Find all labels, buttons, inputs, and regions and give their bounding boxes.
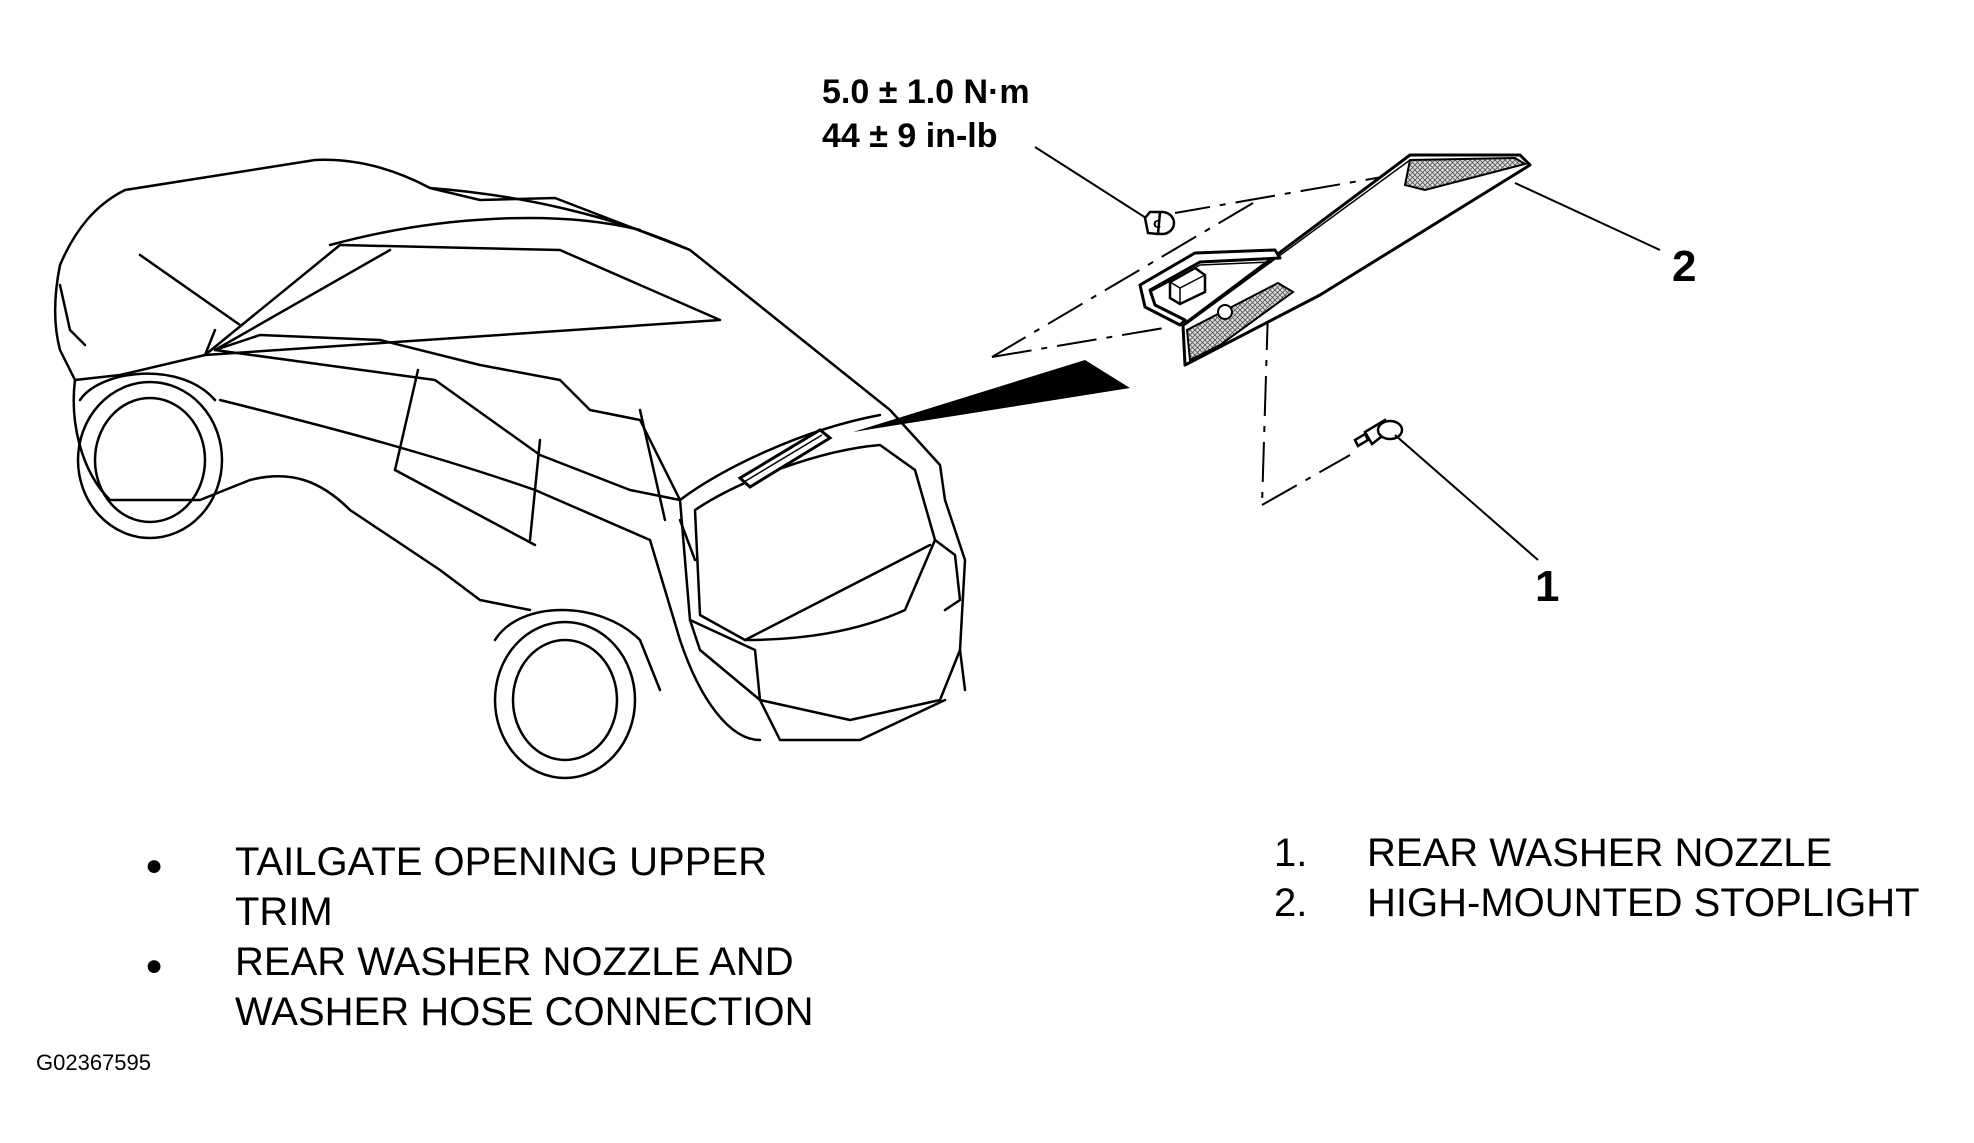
alignment-lines bbox=[991, 172, 1406, 506]
note-text: REAR WASHER NOZZLE AND WASHER HOSE CONNE… bbox=[235, 940, 814, 1034]
parts-legend: 1. REAR WASHER NOZZLE 2. HIGH-MOUNTED ST… bbox=[1274, 828, 1954, 928]
legend-label: REAR WASHER NOZZLE bbox=[1367, 831, 1833, 875]
note-text: TAILGATE OPENING UPPER TRIM bbox=[235, 840, 767, 934]
high-mounted-stoplight-icon bbox=[1138, 153, 1532, 367]
legend-item: 1. REAR WASHER NOZZLE bbox=[1274, 828, 1954, 878]
legend-label: HIGH-MOUNTED STOPLIGHT bbox=[1367, 881, 1920, 925]
torque-imperial: 44 ± 9 in-lb bbox=[822, 117, 998, 155]
torque-spec: 5.0 ± 1.0 N·m 44 ± 9 in-lb bbox=[822, 70, 1030, 158]
leader-lines bbox=[1034, 146, 1661, 561]
vehicle-stoplight-icon bbox=[737, 428, 833, 489]
torque-metric: 5.0 ± 1.0 N·m bbox=[822, 73, 1030, 111]
nut-icon: C bbox=[1143, 210, 1176, 236]
suv-rear-view-icon bbox=[53, 158, 967, 780]
procedure-notes: ● TAILGATE OPENING UPPER TRIM ● REAR WAS… bbox=[145, 837, 905, 1037]
bullet-icon: ● bbox=[145, 849, 164, 882]
legend-number: 2. bbox=[1274, 881, 1308, 925]
detail-pointer bbox=[853, 360, 1130, 432]
legend-item: 2. HIGH-MOUNTED STOPLIGHT bbox=[1274, 878, 1954, 928]
bullet-icon: ● bbox=[145, 949, 164, 982]
note-item: ● REAR WASHER NOZZLE AND WASHER HOSE CON… bbox=[145, 937, 905, 1037]
washer-nozzle-icon bbox=[1353, 418, 1404, 448]
legend-number: 1. bbox=[1274, 831, 1308, 875]
svg-text:C: C bbox=[1153, 218, 1161, 231]
callout-stoplight: 2 bbox=[1672, 242, 1697, 291]
note-item: ● TAILGATE OPENING UPPER TRIM bbox=[145, 837, 905, 937]
callout-nozzle: 1 bbox=[1535, 562, 1560, 611]
figure-id: G02367595 bbox=[36, 1050, 151, 1075]
